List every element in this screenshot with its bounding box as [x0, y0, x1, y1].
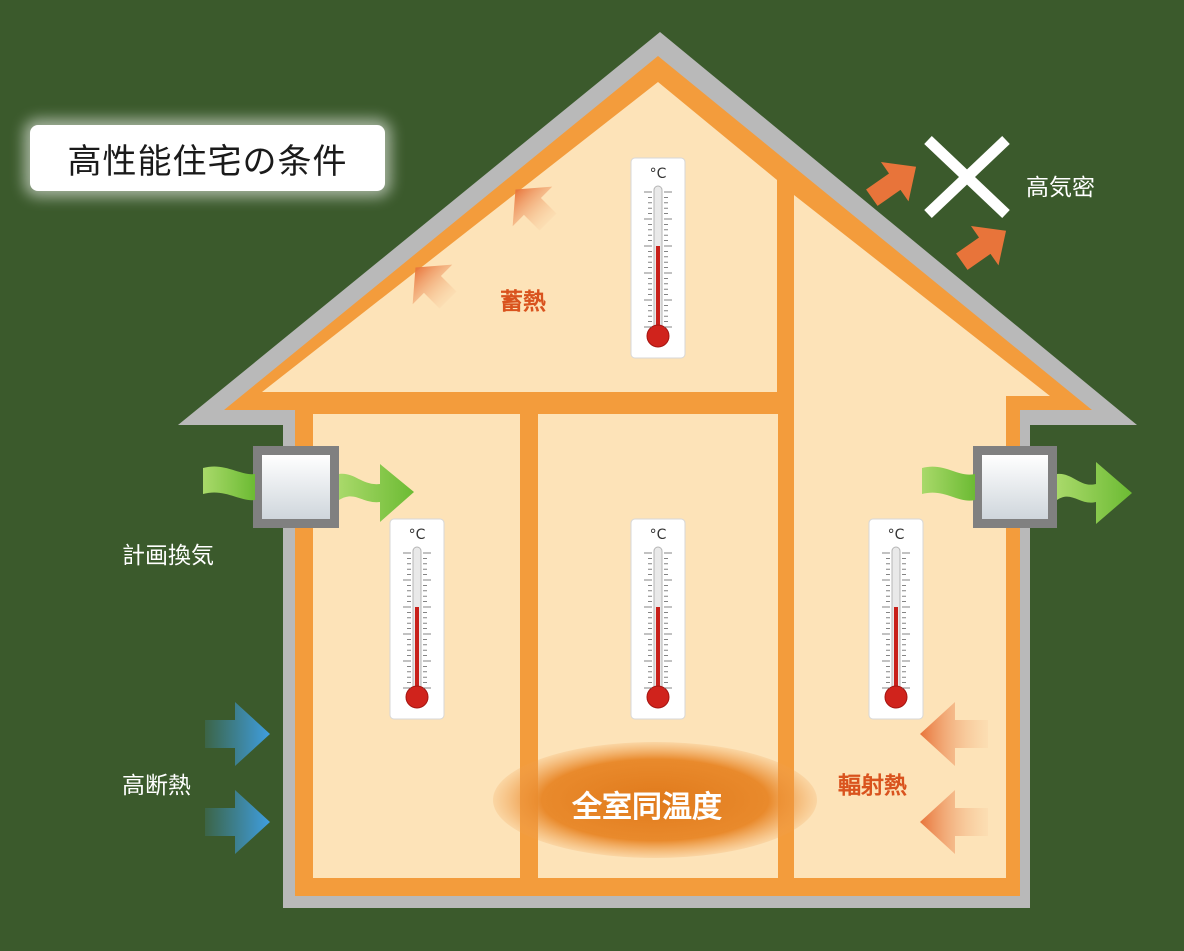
ventilation-in-arrow-right: [922, 466, 975, 501]
insulation-arrow-1: [205, 702, 270, 766]
insulation-label: 高断熱: [122, 773, 191, 799]
thermometer-unit: °C: [650, 166, 667, 182]
thermometer-left-room: °C: [389, 518, 445, 720]
insulation-arrow-2: [205, 790, 270, 854]
heat-storage-label: 蓄熱: [500, 289, 546, 315]
heat-storage-arrow-2: [512, 186, 557, 231]
ventilation-flow-arrow: [339, 464, 414, 522]
radiant-arrow-1: [920, 702, 988, 766]
vent-left: [253, 446, 339, 528]
ventilation-in-arrow: [203, 466, 255, 501]
ventilation-out-arrow: [1057, 462, 1132, 524]
thermometer-unit: °C: [409, 527, 426, 543]
attic-right-room: [794, 195, 1050, 410]
title-box: 高性能住宅の条件: [30, 125, 385, 191]
uniform-temp-ellipse: [493, 742, 817, 858]
blocked-x-icon: [924, 136, 1010, 218]
thermometer-unit: °C: [888, 527, 905, 543]
thermometer-right-room: °C: [868, 518, 924, 720]
page-title: 高性能住宅の条件: [67, 141, 348, 182]
airtight-label: 高気密: [1026, 175, 1095, 201]
air-leak-arrow-2: [956, 226, 1007, 270]
thermometer-center-room: °C: [630, 518, 686, 720]
air-leak-arrow-1: [866, 162, 917, 206]
thermometer-attic: °C: [630, 157, 686, 359]
uniform-temp-label: 全室同温度: [572, 790, 722, 825]
ventilation-label: 計画換気: [122, 543, 214, 569]
heat-storage-arrow-1: [412, 264, 457, 309]
radiant-arrow-2: [920, 790, 988, 854]
radiant-heat-label: 輻射熱: [838, 773, 907, 799]
vent-right: [973, 446, 1057, 528]
thermometer-unit: °C: [650, 527, 667, 543]
